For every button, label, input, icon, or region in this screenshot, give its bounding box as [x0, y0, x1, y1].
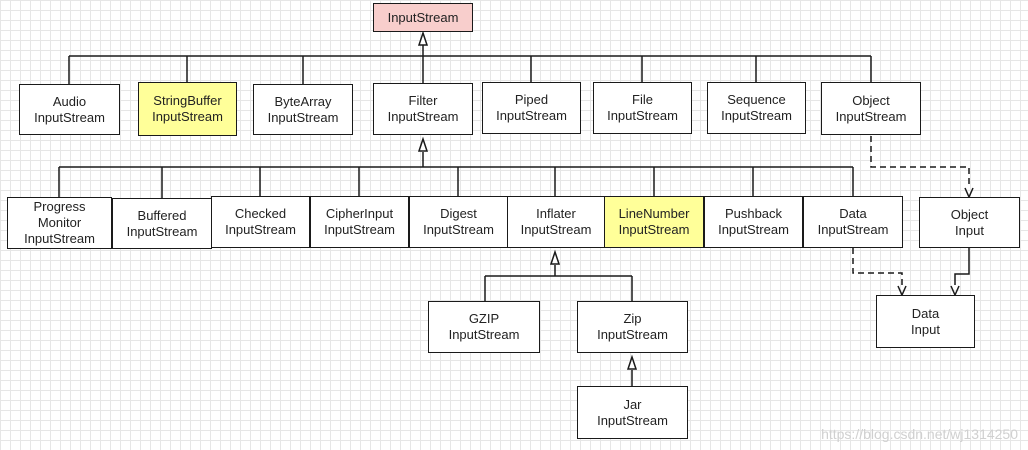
node-line-number-input-stream: LineNumber InputStream	[604, 196, 704, 248]
node-sequence-input-stream: Sequence InputStream	[707, 82, 806, 134]
arrowhead-input-stream	[417, 30, 429, 46]
connector-data-implements	[852, 248, 903, 285]
node-jar-input-stream: Jar InputStream	[577, 386, 688, 439]
arrowhead-filter	[417, 136, 429, 152]
watermark-text: https://blog.csdn.net/wj1314250	[821, 426, 1018, 442]
node-string-buffer-input-stream: StringBuffer InputStream	[138, 82, 237, 136]
node-digest-input-stream: Digest InputStream	[409, 196, 508, 248]
connector-object-implements	[870, 136, 970, 187]
node-file-input-stream: File InputStream	[593, 82, 692, 134]
node-data-input: Data Input	[876, 295, 975, 348]
node-zip-input-stream: Zip InputStream	[577, 301, 688, 353]
connector-object-input-to-data-input	[954, 248, 970, 285]
node-gzip-input-stream: GZIP InputStream	[428, 301, 540, 353]
node-piped-input-stream: Piped InputStream	[482, 82, 581, 134]
node-audio-input-stream: Audio InputStream	[19, 84, 120, 135]
node-pushback-input-stream: Pushback InputStream	[704, 196, 803, 248]
node-progress-monitor-input-stream: Progress Monitor InputStream	[7, 197, 112, 249]
node-byte-array-input-stream: ByteArray InputStream	[253, 84, 353, 135]
node-object-input: Object Input	[919, 197, 1020, 248]
node-checked-input-stream: Checked InputStream	[211, 196, 310, 248]
node-data-input-stream: Data InputStream	[803, 196, 903, 248]
node-input-stream: InputStream	[373, 3, 473, 32]
node-filter-input-stream: Filter InputStream	[373, 83, 473, 135]
arrowhead-data-input-from-object-input	[950, 285, 960, 297]
arrowhead-zip	[626, 354, 638, 370]
node-buffered-input-stream: Buffered InputStream	[112, 198, 212, 249]
node-inflater-input-stream: Inflater InputStream	[507, 196, 605, 248]
arrowhead-inflater	[549, 249, 561, 265]
arrowhead-data-input-from-data	[897, 285, 907, 297]
node-cipher-input-stream: CipherInput InputStream	[310, 196, 409, 248]
arrowhead-object-input	[964, 187, 974, 199]
node-object-input-stream: Object InputStream	[821, 82, 921, 135]
